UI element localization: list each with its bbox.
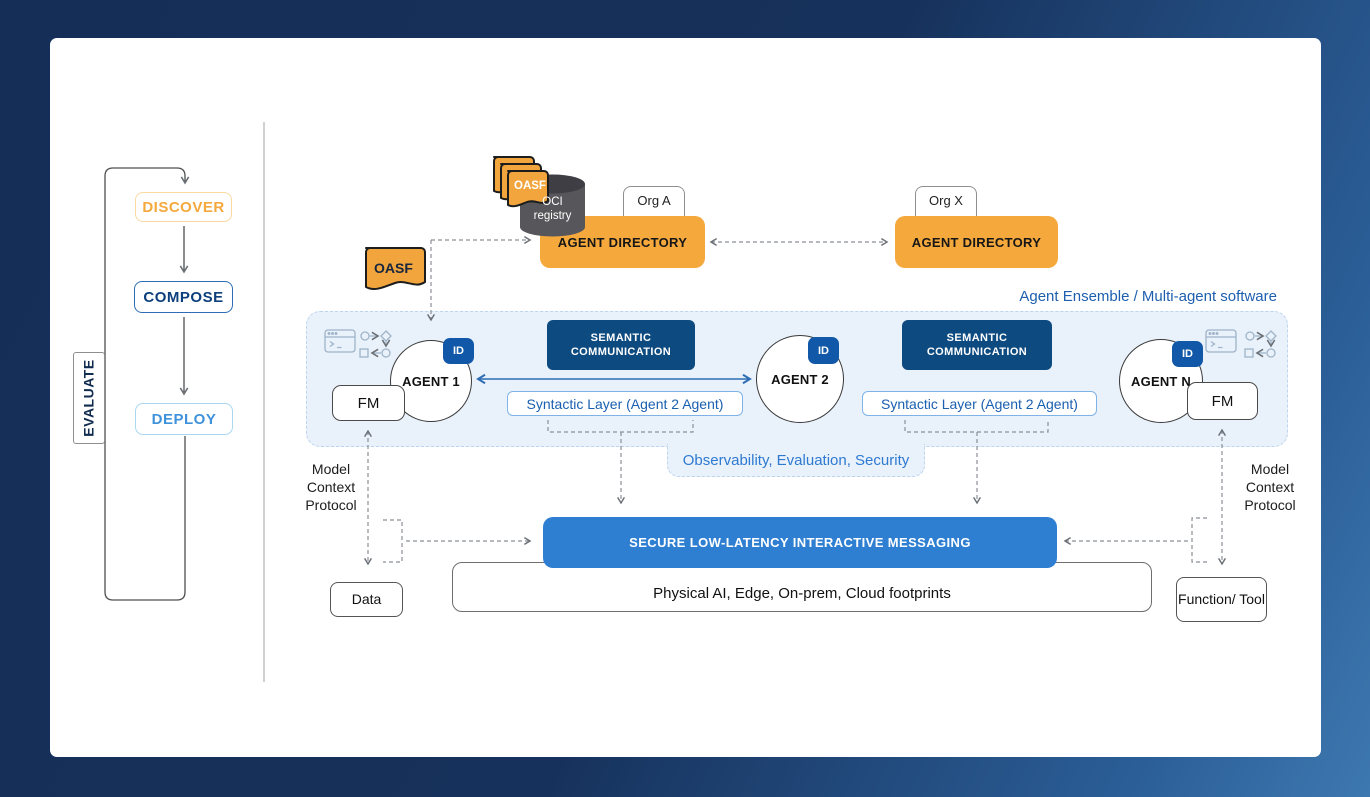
oasf-document-label: OASF	[374, 260, 413, 276]
function-tool-box: Function/ Tool	[1176, 577, 1267, 622]
fm-box-right: FM	[1187, 382, 1258, 420]
lifecycle-evaluate: EVALUATE	[73, 352, 105, 444]
syntactic-layer-2: Syntactic Layer (Agent 2 Agent)	[862, 391, 1097, 416]
lifecycle-discover: DISCOVER	[135, 192, 232, 222]
semantic-communication-1: SEMANTIC COMMUNICATION	[547, 320, 695, 370]
semantic-line1: SEMANTIC	[946, 331, 1008, 344]
footprints-box: Physical AI, Edge, On-prem, Cloud footpr…	[452, 562, 1152, 612]
agent-directory-x: AGENT DIRECTORY	[895, 216, 1058, 268]
mcp-label-left: Model Context Protocol	[305, 461, 357, 513]
semantic-line2: COMMUNICATION	[570, 346, 672, 358]
oci-registry-label: OCI registry	[533, 196, 572, 222]
oasf-stack-label: OASF	[514, 180, 546, 192]
org-a-tab: Org A	[623, 186, 685, 220]
observability-tab: Observability, Evaluation, Security	[667, 444, 925, 477]
fm-box-left: FM	[332, 385, 405, 421]
org-x-tab: Org X	[915, 186, 977, 220]
messaging-box: SECURE LOW-LATENCY INTERACTIVE MESSAGING	[543, 517, 1057, 568]
mcp-label-right: Model Context Protocol	[1244, 461, 1296, 513]
semantic-line1: SEMANTIC	[590, 331, 652, 344]
agent1-id-badge: ID	[443, 338, 474, 364]
semantic-communication-2: SEMANTIC COMMUNICATION	[902, 320, 1052, 370]
semantic-line2: COMMUNICATION	[926, 346, 1028, 358]
lifecycle-deploy: DEPLOY	[135, 403, 233, 435]
agentn-id-badge: ID	[1172, 341, 1203, 367]
data-box: Data	[330, 582, 403, 617]
agent2-id-badge: ID	[808, 337, 839, 364]
lifecycle-compose: COMPOSE	[134, 281, 233, 313]
lifecycle-evaluate-label: EVALUATE	[81, 359, 97, 437]
ensemble-title: Agent Ensemble / Multi-agent software	[1019, 288, 1277, 305]
syntactic-layer-1: Syntactic Layer (Agent 2 Agent)	[507, 391, 743, 416]
